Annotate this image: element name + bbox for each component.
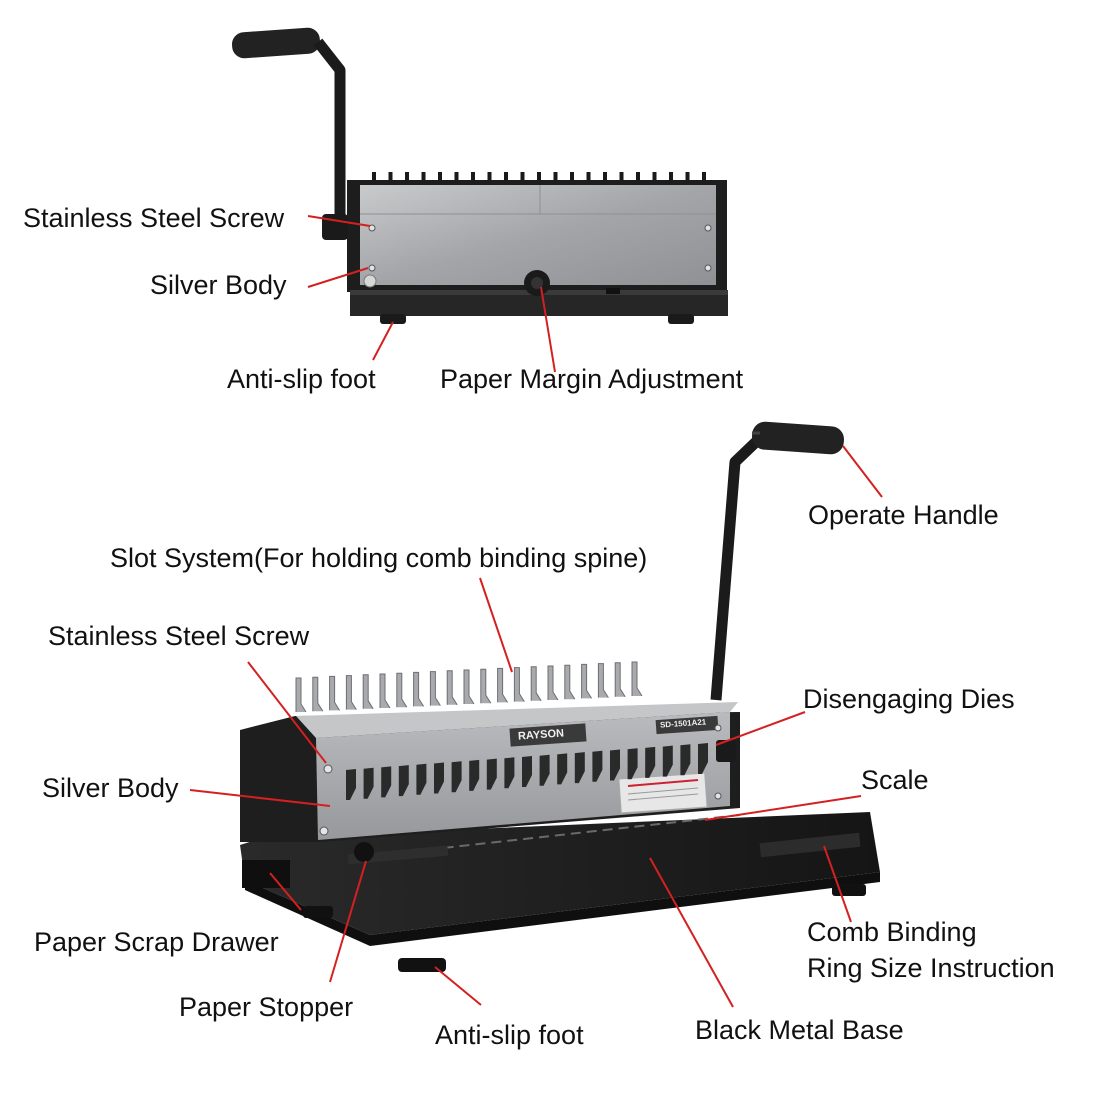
bottom-scale <box>379 814 741 856</box>
top-foot-left <box>380 314 406 324</box>
die-slot <box>662 745 673 777</box>
label-ring-size-instruction: Ring Size Instruction <box>807 953 1055 983</box>
label-paper-stopper: Paper Stopper <box>179 992 354 1022</box>
die-slot <box>469 759 480 791</box>
bottom-scrap-drawer <box>242 860 290 888</box>
comb-finger <box>480 668 492 704</box>
die-slot <box>398 765 409 797</box>
bottom-leader-lines <box>189 445 883 1008</box>
comb-finger <box>446 670 458 706</box>
comb-finger <box>345 675 357 710</box>
die-slot <box>486 758 497 790</box>
die-slot <box>645 746 656 778</box>
die-slot <box>592 750 603 782</box>
die-slot <box>539 754 550 786</box>
comb-finger <box>581 663 593 699</box>
comb-finger <box>396 672 408 708</box>
top-label-silver-body: Silver Body <box>150 270 287 300</box>
die-slot <box>627 748 638 780</box>
label-disengaging-dies: Disengaging Dies <box>803 684 1015 714</box>
top-leader-lines <box>307 215 556 373</box>
comb-finger <box>497 667 509 703</box>
comb-finger <box>362 674 374 710</box>
label-slot-system: Slot System(For holding comb binding spi… <box>110 543 648 573</box>
die-slot <box>610 749 620 781</box>
die-slot <box>522 756 532 787</box>
comb-finger <box>614 662 626 698</box>
bottom-black-base <box>240 812 880 935</box>
label-operate-handle: Operate Handle <box>808 500 999 530</box>
comb-finger <box>329 675 341 711</box>
die-slot <box>574 752 585 784</box>
comb-finger <box>547 665 559 701</box>
top-foot-right <box>668 314 694 324</box>
die-slot <box>346 769 356 800</box>
bottom-screw <box>323 764 333 774</box>
comb-finger <box>463 669 475 705</box>
comb-finger <box>413 671 425 707</box>
comb-finger <box>564 664 576 700</box>
die-slot <box>557 753 568 785</box>
top-silver-panel <box>360 185 716 285</box>
comb-finger <box>631 661 643 697</box>
die-slot <box>680 744 691 776</box>
bottom-paper-stopper <box>354 842 374 862</box>
bottom-slot-system <box>295 661 643 713</box>
label-comb-binding: Comb Binding <box>807 917 977 947</box>
comb-finger <box>312 676 324 712</box>
label-anti-slip-foot: Anti-slip foot <box>435 1020 584 1050</box>
die-slot <box>434 762 444 794</box>
top-label-stainless-steel-screw: Stainless Steel Screw <box>23 203 285 233</box>
label-scale: Scale <box>861 765 929 795</box>
die-slot <box>504 757 515 789</box>
label-paper-scrap-drawer: Paper Scrap Drawer <box>34 927 279 957</box>
die-slot <box>381 766 392 798</box>
comb-finger <box>597 663 609 698</box>
comb-finger <box>513 667 525 702</box>
die-slot <box>698 743 708 774</box>
top-screw <box>368 224 376 232</box>
top-label-anti-slip-foot: Anti-slip foot <box>227 364 376 394</box>
die-slot <box>363 767 374 799</box>
bottom-operate-handle <box>710 421 844 762</box>
bottom-foot-front <box>398 958 446 972</box>
label-black-metal-base: Black Metal Base <box>695 1015 904 1045</box>
comb-finger <box>295 677 307 713</box>
label-stainless-steel-screw: Stainless Steel Screw <box>48 621 310 651</box>
comb-finger <box>429 671 441 706</box>
top-machine <box>232 27 728 324</box>
top-handle <box>232 27 346 225</box>
bottom-machine <box>240 421 880 972</box>
comb-finger <box>530 666 542 702</box>
bottom-disengaging-dies <box>346 743 708 800</box>
die-slot <box>416 763 427 795</box>
die-slot <box>451 761 462 793</box>
label-silver-body: Silver Body <box>42 773 179 803</box>
top-label-paper-margin-adjustment: Paper Margin Adjustment <box>440 364 744 394</box>
comb-finger <box>379 673 391 709</box>
